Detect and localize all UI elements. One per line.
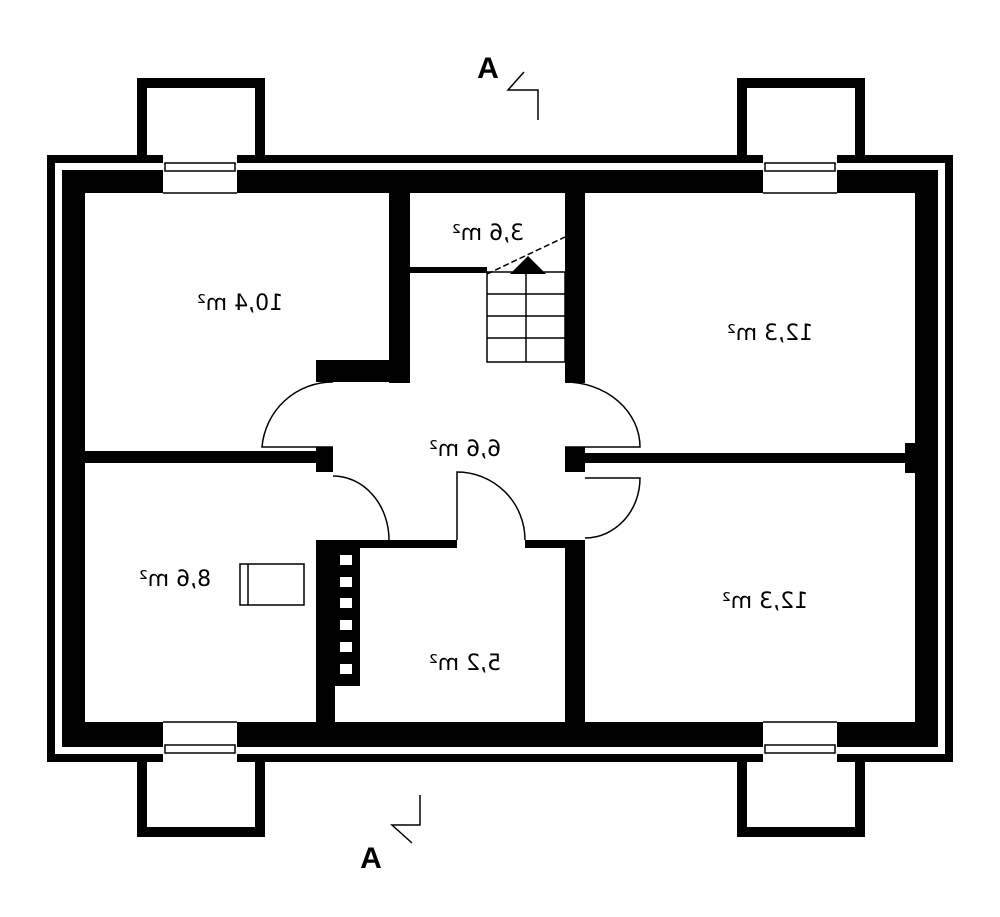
- windows: [163, 155, 837, 762]
- window-bottom-left: [163, 721, 237, 762]
- stair-direction-arrow-icon: [510, 256, 546, 274]
- door-hall-top-right: [564, 381, 641, 448]
- window-bottom-right: [763, 721, 837, 762]
- room-area-label: 12,3 m²: [727, 321, 813, 346]
- room-bottom-middle-floor: [335, 548, 565, 722]
- section-label-bottom: A: [360, 842, 382, 875]
- doors: [261, 381, 641, 541]
- hall-floor: [333, 382, 585, 540]
- section-label-top: A: [477, 52, 499, 85]
- room-bottom-left-floor: [85, 463, 316, 722]
- door-hall-top-left: [261, 381, 334, 448]
- bed-icon: [239, 563, 305, 606]
- door-hall-bottom-left: [332, 475, 390, 541]
- window-top-left: [163, 155, 237, 194]
- room-top-right-floor: [585, 193, 915, 453]
- section-mark-bottom: A: [360, 795, 421, 875]
- interior-walls: [85, 193, 917, 722]
- staircase: [486, 236, 566, 363]
- door-hall-bottom-middle: [456, 471, 526, 541]
- room-area-label: 6,6 m²: [429, 437, 501, 462]
- door-hall-bottom-right: [584, 477, 641, 539]
- room-area-label: 3,6 m²: [452, 221, 524, 246]
- section-mark-top: A: [477, 52, 539, 120]
- window-top-right: [763, 155, 837, 194]
- room-bottom-right-floor: [585, 463, 915, 722]
- room-area-label: 10,4 m²: [197, 291, 283, 316]
- chimney-flues: [340, 555, 352, 674]
- room-labels: 10,4 m² 3,6 m² 12,3 m² 6,6 m² 8,6 m² 5,2…: [139, 221, 813, 676]
- chimney: [333, 548, 360, 686]
- light-wells: [137, 78, 865, 837]
- room-area-label: 12,3 m²: [722, 589, 808, 614]
- room-area-label: 5,2 m²: [429, 651, 501, 676]
- room-area-label: 8,6 m²: [139, 567, 211, 592]
